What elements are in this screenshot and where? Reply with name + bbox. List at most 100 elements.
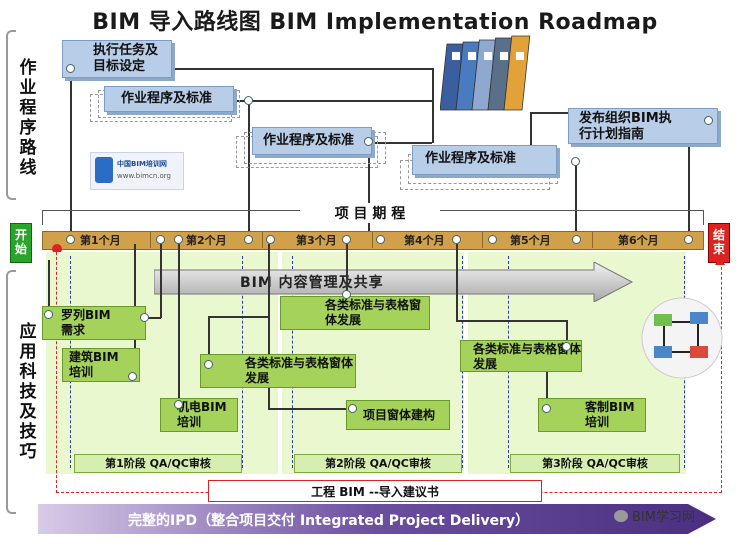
box-proc-1-text: 作业程序及标准 — [121, 91, 213, 106]
watermark-text: BIM学习网 — [632, 510, 695, 525]
box-exec-tasks-text: 执行任务及目标设定 — [93, 43, 159, 74]
recommendation-text: 工程 BIM --导入建议书 — [311, 485, 439, 499]
box-proc-2: 作业程序及标准 — [252, 127, 372, 155]
timeline-dot — [488, 235, 497, 244]
end-marker: 结束 — [708, 223, 730, 263]
bottom-brace — [6, 270, 16, 514]
box-project-form-text: 项目窗体建构 — [363, 408, 436, 422]
timeline-dot — [572, 235, 581, 244]
box-std-dev-2-text: 各类标准与表格窗体发展 — [325, 298, 422, 327]
month-divider — [592, 231, 593, 248]
timeline-dot — [684, 235, 693, 244]
start-label: 开始 — [15, 228, 28, 256]
section-top-label: 作业程序路线 — [14, 58, 42, 178]
box-project-form: 项目窗体建构 — [346, 400, 450, 430]
phase-2-label: 第2阶段 QA/QC审核 — [294, 454, 462, 473]
connector — [160, 244, 162, 318]
connector — [456, 320, 566, 322]
timeline-dot — [266, 235, 275, 244]
connector — [530, 112, 568, 114]
timeline-dot — [342, 235, 351, 244]
logo-icon — [95, 157, 113, 183]
content-arrow-label: BIM 内容管理及共享 — [240, 275, 384, 291]
month-4: 第4个月 — [404, 234, 445, 247]
box-list-req: 罗列BIM需求 — [42, 306, 146, 340]
section-bottom-label: 应用科技及技巧 — [14, 322, 42, 462]
box-std-dev-1-text: 各类标准与表格窗体发展 — [245, 356, 354, 385]
red-arrow-head — [715, 256, 725, 265]
page-title: BIM 导入路线图 BIM Implementation Roadmap — [92, 10, 658, 35]
connector — [365, 142, 432, 144]
connector — [456, 244, 458, 320]
node-dot — [244, 96, 253, 105]
phase-3-label: 第3阶段 QA/QC审核 — [510, 454, 680, 473]
ipd-arrow — [38, 504, 718, 534]
ipd-arrow-label: 完整的IPD（整合项目交付 Integrated Project Deliver… — [128, 513, 530, 529]
timeline-header: 项 目 期 程 — [300, 203, 440, 223]
connector — [530, 112, 532, 152]
connector — [208, 316, 210, 364]
start-dot — [52, 244, 62, 254]
connector — [268, 408, 352, 410]
month-1: 第1个月 — [80, 234, 121, 247]
connector — [208, 316, 268, 318]
box-proc-1: 作业程序及标准 — [104, 86, 234, 112]
connector — [170, 68, 432, 70]
connector — [268, 244, 270, 408]
timeline-dot — [376, 235, 385, 244]
end-label: 结束 — [713, 228, 726, 256]
month-divider — [372, 231, 373, 248]
timeline-dot — [66, 235, 75, 244]
month-5: 第5个月 — [510, 234, 551, 247]
node-dot — [44, 310, 53, 319]
connector — [368, 142, 370, 240]
connector — [566, 320, 568, 346]
node-dot — [128, 372, 137, 381]
node-dot — [704, 116, 713, 125]
binders-icon — [439, 34, 540, 118]
connector — [546, 360, 548, 408]
timeline-dot — [174, 235, 183, 244]
connector — [144, 317, 161, 319]
connector — [248, 100, 250, 240]
connector — [178, 244, 180, 404]
node-dot — [174, 400, 183, 409]
node-dot — [342, 290, 351, 299]
node-dot — [571, 157, 580, 166]
box-std-dev-2: 各类标准与表格窗体发展 — [280, 296, 430, 330]
connector — [48, 260, 50, 310]
logo-name: 中国BIM培训网 — [117, 160, 167, 168]
box-std-dev-3-text: 各类标准与表格窗体发展 — [473, 342, 582, 371]
network-graphic — [640, 296, 724, 380]
box-arch-train: 建筑BIM培训 — [62, 348, 140, 382]
wechat-icon — [614, 509, 628, 522]
box-proc-3: 作业程序及标准 — [412, 145, 557, 175]
logo: 中国BIM培训网 www.bimcn.org — [90, 152, 184, 190]
recommendation-box: 工程 BIM --导入建议书 — [208, 480, 542, 502]
node-dot — [348, 404, 357, 413]
box-custom-train-text: 客制BIM培训 — [585, 400, 635, 429]
box-proc-2-text: 作业程序及标准 — [263, 133, 355, 148]
connector — [232, 100, 432, 102]
month-divider — [482, 231, 483, 248]
start-marker: 开始 — [10, 223, 32, 263]
connector — [70, 68, 72, 240]
box-arch-train-text: 建筑BIM培训 — [69, 350, 119, 379]
logo-url: www.bimcn.org — [117, 172, 171, 180]
timeline-dot — [244, 235, 253, 244]
box-custom-train: 客制BIM培训 — [538, 398, 646, 432]
box-mep-train: 机电BIM培训 — [160, 398, 238, 432]
month-6: 第6个月 — [618, 234, 659, 247]
connector — [346, 244, 348, 294]
box-publish: 发布组织BIM执行计划指南 — [568, 108, 718, 144]
node-dot — [66, 64, 75, 73]
box-proc-3-text: 作业程序及标准 — [425, 151, 517, 166]
top-brace — [6, 30, 16, 200]
connector — [575, 162, 577, 240]
timeline-dot — [452, 235, 461, 244]
section-bottom-text: 应用科技及技巧 — [19, 322, 37, 462]
month-divider — [262, 231, 263, 248]
box-std-dev-3: 各类标准与表格窗体发展 — [460, 340, 582, 372]
timeline-bar — [42, 231, 704, 250]
box-exec-tasks: 执行任务及目标设定 — [62, 40, 172, 78]
